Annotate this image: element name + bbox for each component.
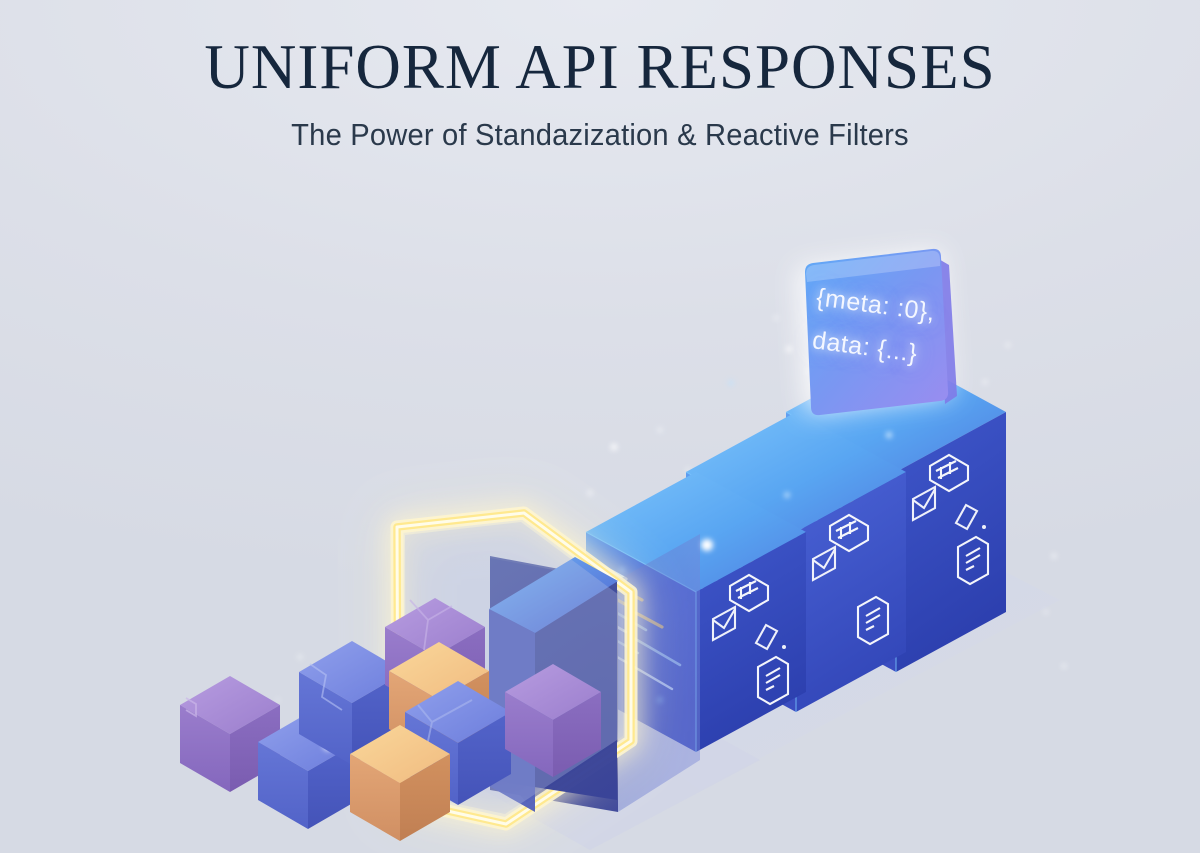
cube-orange-3[interactable] — [350, 725, 450, 841]
hash-icon — [828, 513, 870, 553]
envelope-icon — [811, 545, 837, 582]
cube-purple-3[interactable] — [505, 664, 601, 777]
document-icon — [956, 535, 990, 586]
cube-blue-1[interactable] — [258, 713, 358, 829]
envelope-icon — [711, 605, 737, 642]
document-icon — [756, 655, 790, 706]
light-particles-front — [619, 315, 1067, 669]
document-icon — [856, 595, 890, 646]
json-response-card[interactable] — [797, 248, 957, 416]
diamond-icon — [954, 503, 986, 531]
envelope-icon — [911, 485, 937, 522]
hash-icon — [728, 573, 770, 613]
diamond-icon — [754, 623, 786, 651]
hash-icon — [928, 453, 970, 493]
